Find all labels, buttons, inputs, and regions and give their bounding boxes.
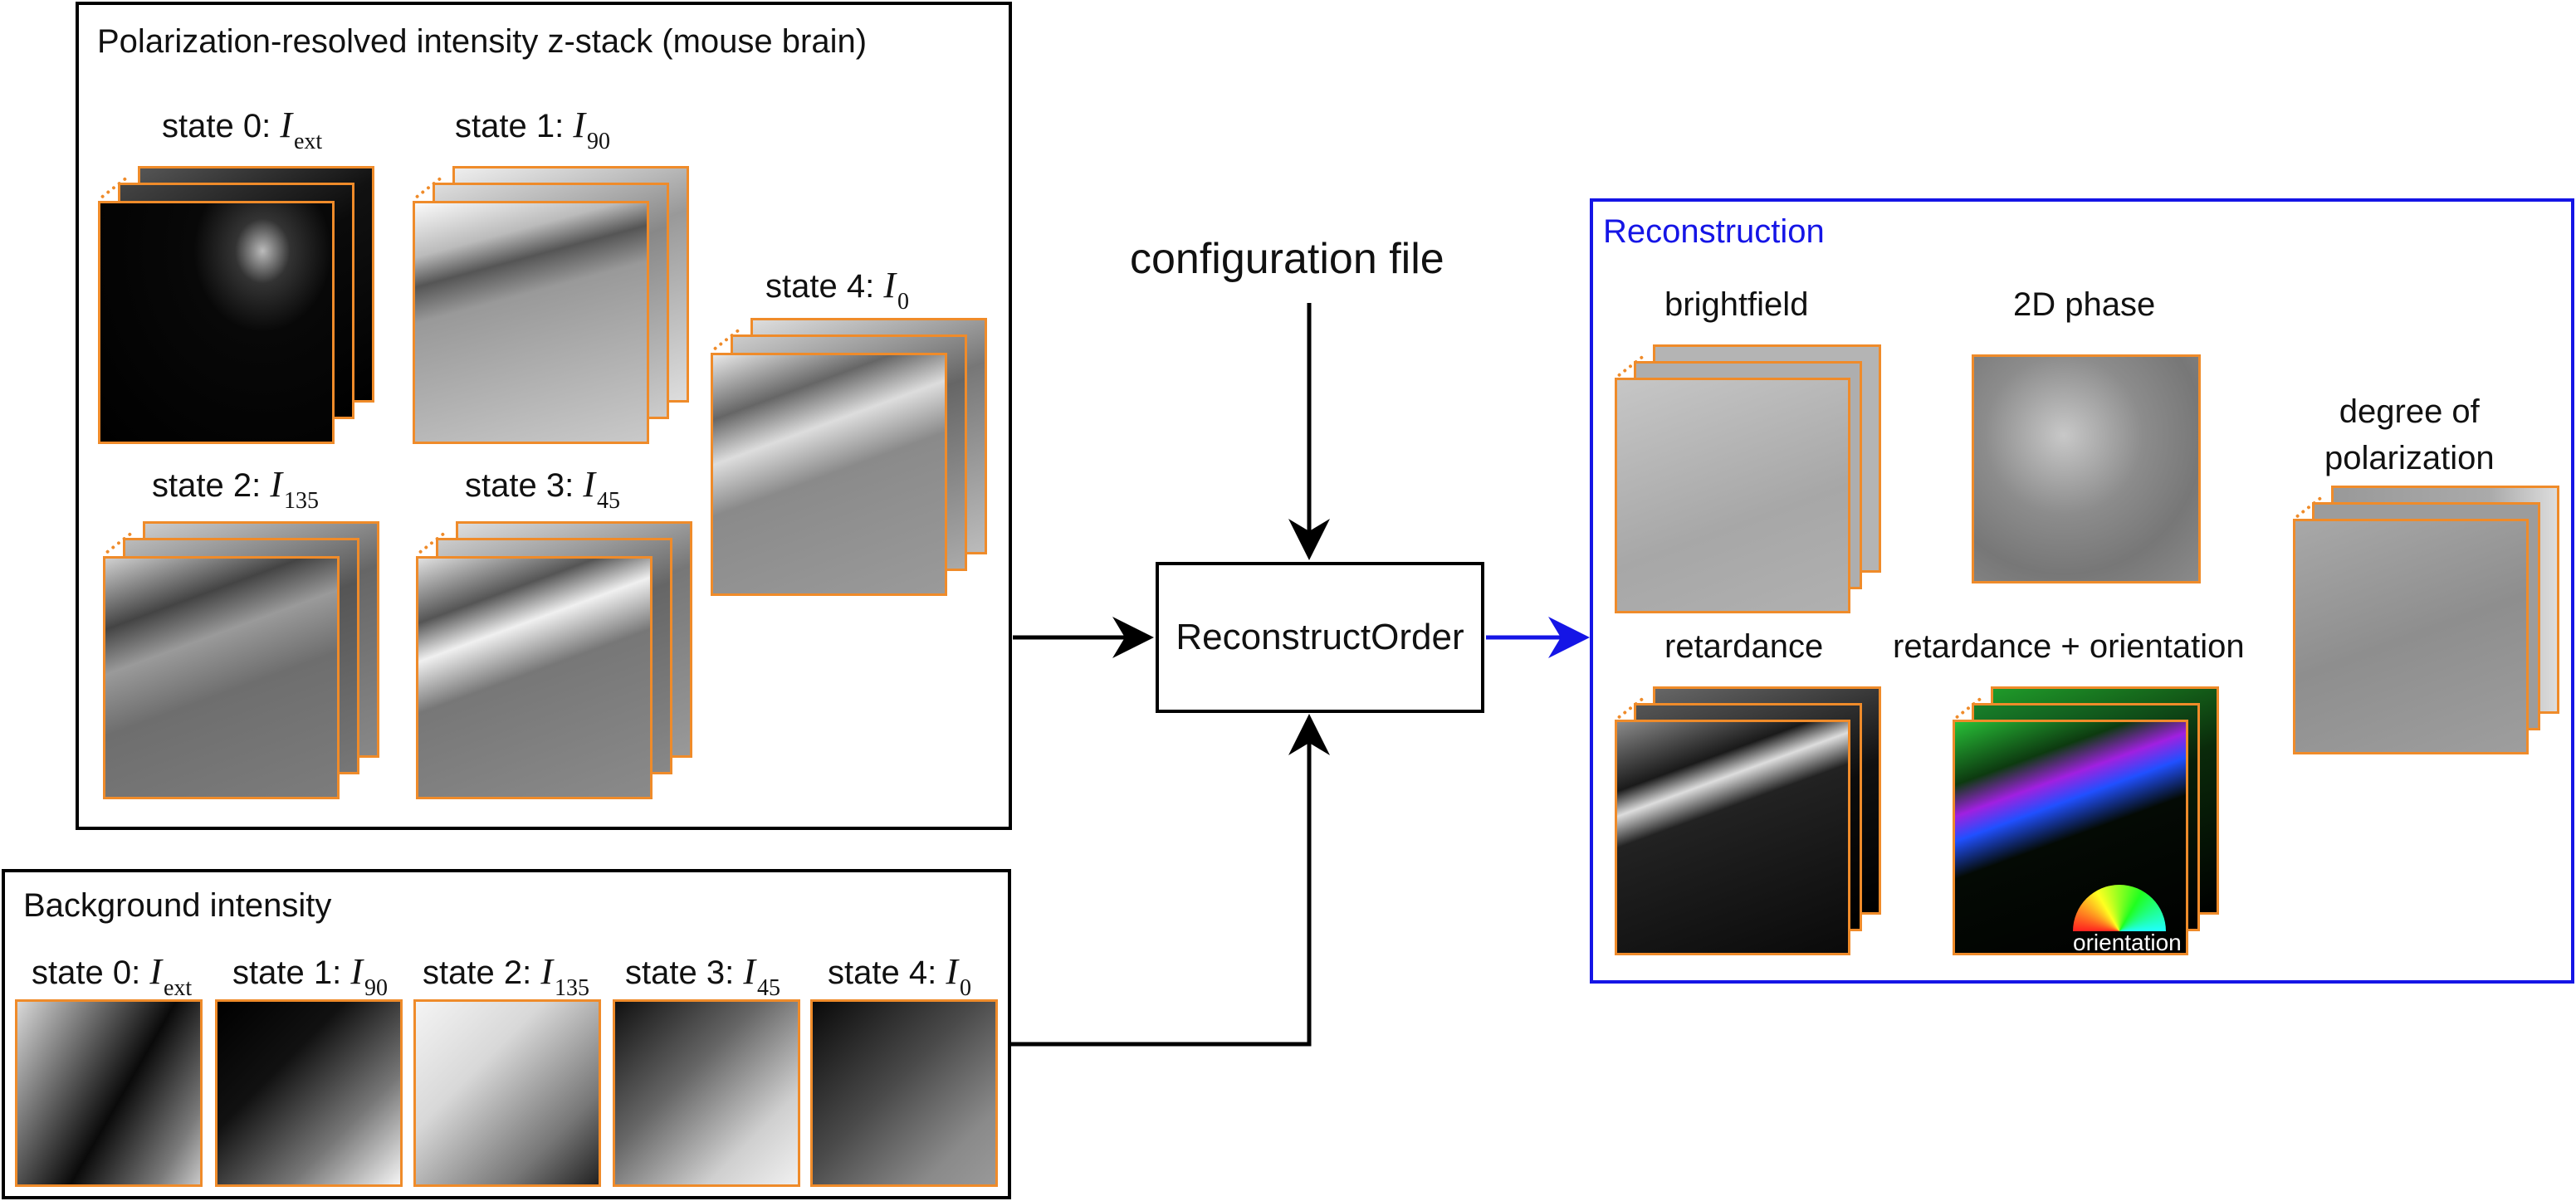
background-to-process-arrow: [1011, 714, 1330, 1047]
stack-layer-front: [711, 353, 947, 596]
state-prefix: state 2:: [152, 467, 262, 504]
state-prefix: state 0:: [32, 954, 141, 991]
zstack-panel-title: Polarization-resolved intensity z-stack …: [97, 23, 868, 60]
retardance-orientation-label: retardance + orientation: [1893, 628, 2245, 665]
state-symbol: I: [280, 105, 292, 145]
state-symbol: I: [540, 951, 553, 992]
configuration-file-label: configuration file: [1130, 235, 1444, 283]
state-prefix: state 3:: [465, 467, 574, 504]
stack-layer-front: [1615, 720, 1850, 955]
state-symbol: I: [573, 105, 585, 145]
state-subscript: 0: [959, 975, 971, 1001]
state-subscript: 90: [586, 129, 610, 154]
state-prefix: state 1:: [455, 108, 565, 144]
background-state-0-image: [15, 999, 203, 1187]
zstack-state-4-label: state 4: I0: [765, 264, 909, 315]
state-prefix: state 1:: [232, 954, 342, 991]
state-symbol: I: [149, 951, 162, 992]
state-subscript: 135: [283, 488, 319, 514]
retardance-label: retardance: [1664, 628, 1824, 665]
stack-layer-front: [1615, 378, 1850, 613]
state-subscript: ext: [163, 975, 193, 1001]
background-state-0-label: state 0: Iext: [32, 950, 192, 1001]
dop-label: degree of polarization: [2324, 393, 2495, 476]
state-symbol: I: [883, 265, 896, 305]
background-state-2-label: state 2: I135: [423, 950, 589, 1001]
state-prefix: state 3:: [625, 954, 735, 991]
zstack-state-3-label: state 3: I45: [465, 463, 620, 514]
phase-label: 2D phase: [2013, 286, 2156, 323]
state-subscript: 45: [756, 975, 780, 1001]
stack-layer-front: [98, 201, 335, 444]
state-prefix: state 4:: [828, 954, 937, 991]
phase-image: [1972, 354, 2201, 583]
reconstructorder-box: ReconstructOrder: [1156, 562, 1484, 713]
background-state-3-label: state 3: I45: [625, 950, 780, 1001]
zstack-state-0-label: state 0: Iext: [162, 104, 322, 154]
zstack-state-2-label: state 2: I135: [152, 463, 319, 514]
state-subscript: 90: [364, 975, 388, 1001]
orientation-wheel-label: orientation: [2073, 930, 2182, 955]
background-state-4-image: [810, 999, 998, 1187]
retardance-image-stack: [1615, 686, 1884, 956]
background-state-1-label: state 1: I90: [232, 950, 388, 1001]
stack-layer-front: [103, 556, 340, 799]
state-subscript: 0: [897, 289, 909, 315]
reconstruction-title: Reconstruction: [1603, 213, 1825, 250]
stack-layer-front: [413, 201, 649, 444]
state-subscript: ext: [293, 129, 323, 154]
state-prefix: state 0:: [162, 108, 271, 144]
state-symbol: I: [946, 951, 958, 992]
reconstruction-panel: Reconstruction: [1590, 198, 2574, 984]
dop-image-stack: [2293, 486, 2563, 755]
zstack-state-0-image-stack: [98, 166, 380, 448]
zstack-state-2-image-stack: [103, 521, 385, 803]
state-prefix: state 4:: [765, 268, 875, 305]
background-state-3-image: [613, 999, 800, 1187]
stack-layer-front: [2293, 519, 2529, 754]
reconstructorder-label: ReconstructOrder: [1176, 617, 1464, 657]
state-symbol: I: [583, 464, 595, 505]
background-state-2-image: [413, 999, 601, 1187]
retardance-orientation-image-stack: orientation: [1953, 686, 2222, 956]
state-subscript: 45: [596, 488, 620, 514]
stack-layer-front: [416, 556, 653, 799]
zstack-state-3-image-stack: [416, 521, 698, 803]
state-symbol: I: [743, 951, 755, 992]
zstack-state-1-image-stack: [413, 166, 695, 448]
brightfield-image-stack: [1615, 344, 1884, 614]
state-symbol: I: [350, 951, 363, 992]
background-state-4-label: state 4: I0: [828, 950, 971, 1001]
zstack-state-1-label: state 1: I90: [455, 104, 610, 154]
stack-layer-front: orientation: [1953, 720, 2188, 955]
zstack-state-4-image-stack: [711, 318, 993, 600]
state-symbol: I: [270, 464, 282, 505]
background-state-1-image: [215, 999, 403, 1187]
brightfield-label: brightfield: [1664, 286, 1809, 323]
state-prefix: state 2:: [423, 954, 532, 991]
state-subscript: 135: [554, 975, 589, 1001]
background-panel-title: Background intensity: [23, 887, 332, 924]
